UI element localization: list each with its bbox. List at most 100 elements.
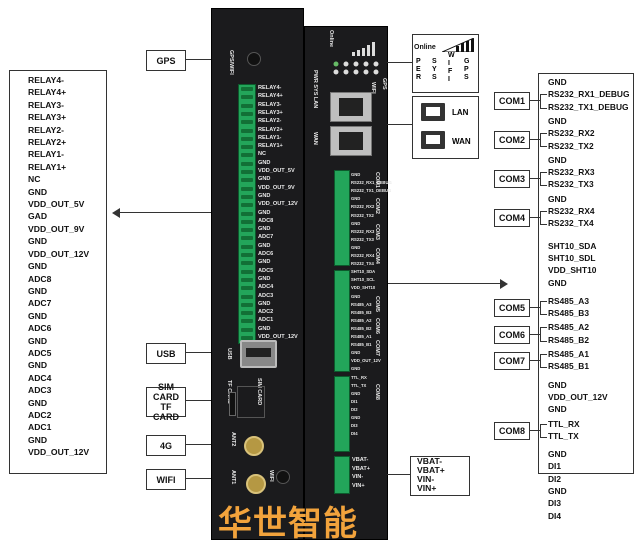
power-terminal-block — [334, 456, 350, 494]
antenna-4g[interactable] — [244, 436, 264, 456]
device-right-pin-label: RS485_B1 — [351, 342, 372, 348]
device-left-pin-label: GND — [258, 259, 271, 266]
ethernet-icon-wan — [421, 131, 445, 149]
left-pin-item: VDD_OUT_12V — [28, 447, 90, 458]
left-pin-item: GND — [28, 335, 48, 346]
device-power-pin-label: VBAT- — [352, 457, 369, 463]
com-label-box: COM1 — [494, 92, 530, 111]
signal-bars-icon — [350, 40, 380, 56]
right-pin-item: DI1 — [548, 461, 562, 472]
sim-slot[interactable] — [237, 386, 265, 418]
ethernet-wan-text: WAN — [452, 137, 471, 146]
rj45-wan-inner — [339, 132, 363, 150]
right-pin-item: RS485_B3 — [548, 308, 589, 319]
rj45-lan-port[interactable] — [330, 92, 372, 122]
power-line — [387, 474, 410, 475]
com-connector — [530, 306, 540, 308]
device-power-pin-label: VIN- — [352, 474, 364, 481]
indicator-gps: G P S — [464, 58, 470, 81]
com-connector — [530, 333, 540, 335]
terminal-slot — [241, 111, 253, 116]
terminal-slot — [241, 153, 253, 158]
right-terminal-block-2 — [334, 270, 350, 372]
right-pin-item: GND — [548, 449, 567, 460]
com-connector — [530, 429, 540, 431]
com-bracket — [540, 211, 547, 226]
device-left-pin-label: ADC6 — [258, 251, 274, 257]
device-right-pin-label: GND — [351, 350, 361, 356]
device-left-pin-label: GND — [258, 300, 271, 307]
rj45-wan-port[interactable] — [330, 126, 372, 156]
right-arrow-line — [388, 283, 500, 284]
right-terminal-block-1 — [334, 170, 350, 266]
com-bracket — [540, 354, 547, 369]
left-pin-item: RELAY3- — [28, 99, 64, 110]
led-row — [330, 60, 382, 76]
antenna-wifi[interactable] — [246, 474, 266, 494]
device-right-pin-label: RS232_RX4 — [351, 253, 375, 258]
dev-gps-wifi-text: GPS/WIFI — [228, 50, 234, 75]
device-left-pin-label: RELAY4+ — [258, 93, 283, 100]
device-right-pin-label: TTL_RX — [351, 374, 367, 380]
device-right-pin-label: VDD_SHT10 — [351, 285, 376, 291]
com-label-box: COM3 — [494, 170, 530, 189]
right-pin-item: RS485_A3 — [548, 295, 589, 306]
led-svg — [333, 61, 379, 75]
left-pin-item: RELAY3+ — [28, 112, 67, 123]
device-left-pin-label: NC — [258, 151, 267, 158]
terminal-slot — [241, 286, 253, 291]
com-connector — [530, 360, 540, 362]
usb-port-inner — [246, 348, 271, 357]
left-pin-list: RELAY4-RELAY4+RELAY3-RELAY3+RELAY2-RELAY… — [28, 74, 89, 459]
com-bracket — [540, 327, 547, 342]
com-connector — [530, 178, 540, 180]
terminal-slot — [241, 95, 253, 100]
watermark: 华世智能 — [218, 505, 358, 543]
power-pin-item: VBAT+ — [417, 465, 445, 475]
device-right-pin-label: RS232_RX1_DEBUG — [351, 180, 392, 186]
device-left-pin-label: ADC4 — [258, 284, 274, 291]
device-left-pin-label: GND — [258, 325, 271, 332]
terminal-slot — [241, 203, 253, 208]
terminal-slot — [241, 161, 253, 166]
usb-port[interactable] — [240, 340, 277, 368]
terminal-slot — [241, 228, 253, 233]
device-right-pin-label: GND — [351, 196, 361, 202]
tf-slot[interactable] — [229, 392, 236, 416]
right-pin-item: RS232_TX2 — [548, 140, 594, 151]
terminal-slot — [241, 120, 253, 125]
device-right-pin-label: RS485_B3 — [351, 309, 372, 315]
device-left-pin-label: GND — [258, 226, 271, 233]
right-pin-item: GND — [548, 486, 567, 496]
com-bracket — [540, 423, 547, 438]
device-left-pin-label: RELAY3+ — [258, 109, 283, 116]
right-pin-item: RS232_TX4 — [548, 218, 594, 229]
device-left-pin-label: ADC8 — [258, 217, 274, 224]
com-connector — [530, 217, 540, 219]
terminal-slot — [241, 302, 253, 307]
power-callout — [410, 456, 470, 496]
left-pin-item: ADC2 — [28, 409, 52, 420]
device-left-pin-label: ADC1 — [258, 317, 274, 324]
indicator-signal-icon — [441, 37, 475, 57]
right-pin-item: RS485_A1 — [548, 349, 589, 359]
left-pin-item: GND — [28, 434, 48, 445]
indicator-wifi: W I F I — [448, 52, 455, 83]
terminal-slot — [241, 294, 253, 299]
ethernet-line — [387, 124, 412, 125]
dev-ant1-text: ANT1 — [230, 470, 236, 485]
indicator-per: P E R — [416, 58, 422, 81]
right-pin-item: DI4 — [548, 510, 562, 521]
right-terminal-block-3 — [334, 376, 350, 452]
left-pin-item: ADC3 — [28, 385, 52, 396]
lte-line — [185, 444, 211, 445]
right-pin-item: VDD_OUT_12V — [548, 391, 608, 402]
gps-label: GPS — [146, 50, 186, 71]
device-right-pin-label: RS485_A3 — [351, 301, 372, 307]
device-right-pin-label: DI2 — [351, 406, 358, 412]
right-pin-item: RS232_RX3 — [548, 167, 595, 178]
device-right-pin-label: DI3 — [351, 423, 358, 429]
device-right-pin-label: RS232_TX1_DEBUG — [351, 188, 392, 194]
right-pin-item: SHT10_SDL — [548, 252, 596, 263]
right-pin-item: GND — [548, 154, 567, 165]
